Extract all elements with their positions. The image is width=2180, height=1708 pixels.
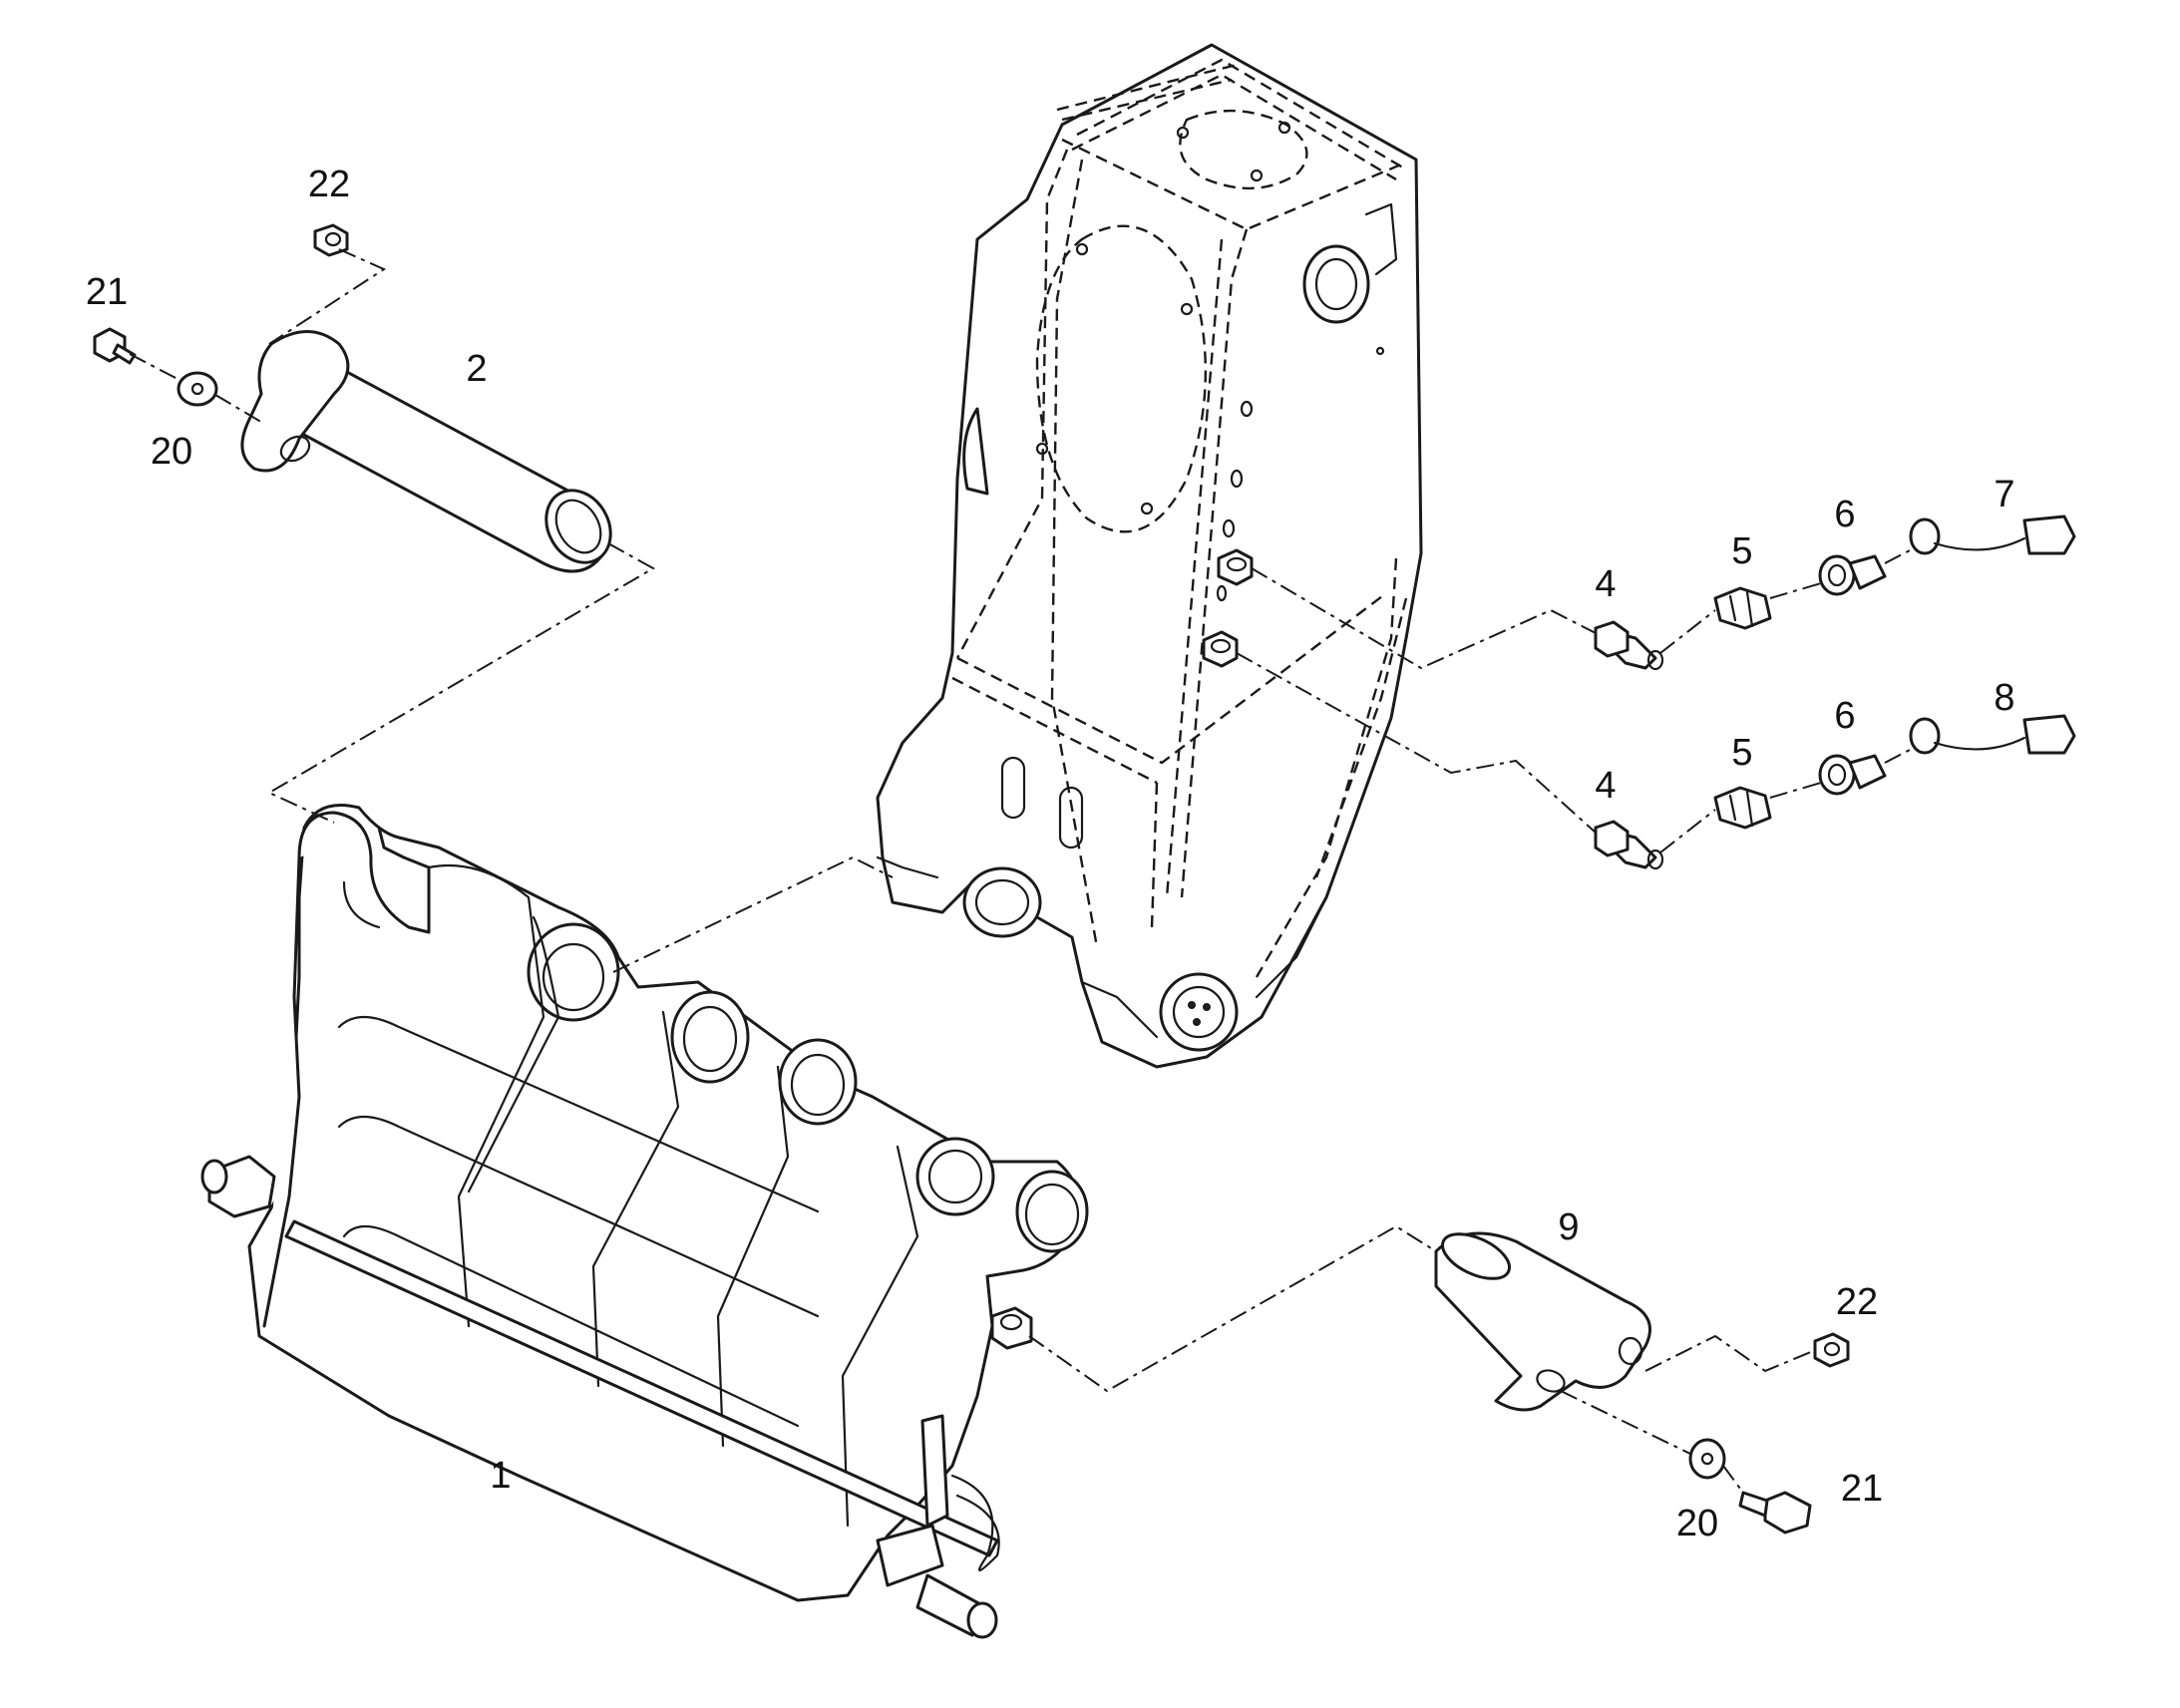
callout-20-bottom: 20	[1676, 1503, 1718, 1544]
pin-2	[240, 330, 612, 573]
bolt-21-top	[93, 327, 137, 365]
callout-2: 2	[466, 348, 487, 390]
nut-22-top	[313, 223, 349, 257]
quick-coupler-1	[200, 804, 1089, 1639]
callout-4-upper: 4	[1595, 563, 1616, 605]
hydraulic-port-upper	[1217, 548, 1254, 586]
assembly-lines	[129, 248, 1911, 1494]
callout-1: 1	[490, 1455, 511, 1497]
callout-5-lower: 5	[1731, 732, 1752, 774]
callout-22-bottom: 22	[1836, 1281, 1878, 1323]
callout-6-upper: 6	[1834, 494, 1855, 535]
coupler-rod	[200, 1155, 999, 1639]
nut-22-bottom	[1813, 1332, 1850, 1368]
callout-21-top: 21	[86, 271, 128, 313]
pin-9	[1434, 1231, 1651, 1412]
hydraulic-port-lower	[1202, 630, 1239, 668]
callout-8: 8	[1994, 677, 2014, 719]
fitting-row-lower	[1594, 714, 2076, 870]
bolt-21-bottom	[1738, 1491, 1812, 1535]
boom-arm-frame	[876, 43, 1423, 1069]
callout-4-lower: 4	[1595, 765, 1616, 807]
callout-22-top: 22	[308, 164, 350, 205]
washer-20-bottom	[1688, 1438, 1726, 1480]
callout-7: 7	[1994, 474, 2014, 515]
callout-labels: 22 21 20 2 7 6 5 4 8 6 5 4 9 22 1 21 20	[86, 164, 2015, 1544]
callout-5-upper: 5	[1731, 530, 1752, 572]
fitting-row-upper	[1594, 514, 2076, 671]
washer-20-top	[177, 371, 218, 407]
callout-21-bottom: 21	[1841, 1468, 1883, 1510]
callout-6-lower: 6	[1834, 695, 1855, 737]
callout-20-top: 20	[151, 431, 192, 473]
callout-9: 9	[1558, 1206, 1579, 1248]
